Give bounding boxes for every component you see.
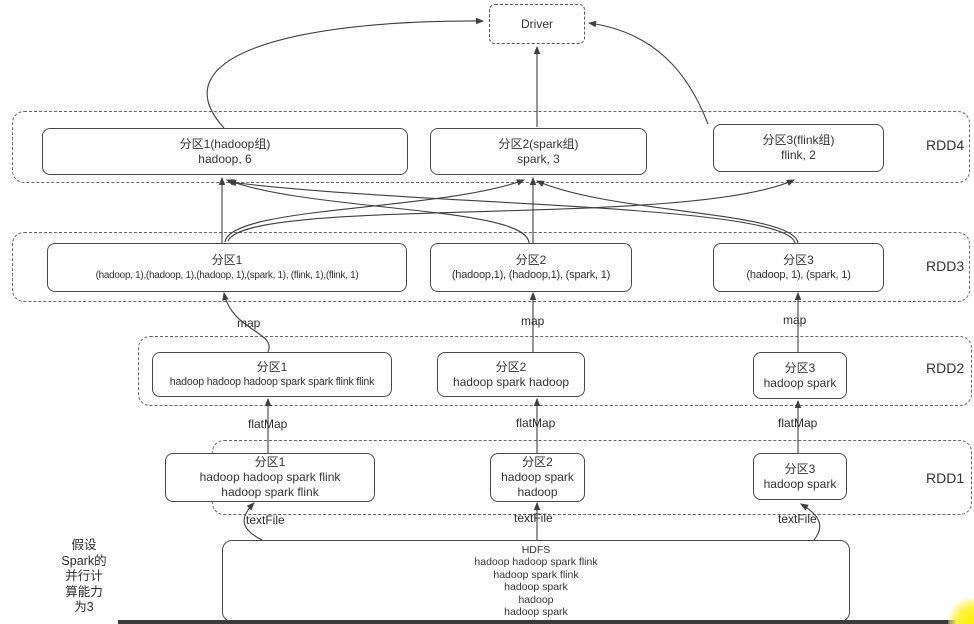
partition-content: hadoop hadoop spark flink bbox=[199, 470, 341, 484]
partition-title: 分区1 bbox=[256, 359, 288, 374]
hdfs-line: hadoop spark bbox=[504, 606, 568, 618]
edge-shuffle-p3-p2 bbox=[535, 180, 799, 244]
partition-content: hadoop spark bbox=[763, 375, 837, 390]
partition-content: hadoop spark flink bbox=[221, 485, 319, 499]
partition-title: 分区3 bbox=[784, 360, 816, 375]
textfile-label-3: textFile bbox=[778, 512, 817, 526]
partition-title: 分区2 bbox=[495, 359, 527, 374]
note-line: 假设 bbox=[71, 538, 97, 552]
map-label-1: map bbox=[237, 316, 261, 330]
cursor-highlight-glow bbox=[948, 598, 974, 624]
partition-content: hadoop spark bbox=[763, 476, 837, 491]
layer-rdd4 bbox=[12, 111, 970, 183]
map-label-3: map bbox=[783, 313, 807, 327]
rdd1-partition-3: 分区3 hadoop spark bbox=[753, 453, 847, 500]
hdfs-line: hadoop spark bbox=[504, 581, 568, 593]
partition-content: (hadoop,1), (hadoop,1), (spark, 1) bbox=[451, 268, 611, 281]
note-line: 为3 bbox=[74, 600, 94, 614]
partition-content: hadoop spark bbox=[501, 470, 574, 484]
layer-label-rdd2: RDD2 bbox=[926, 360, 965, 376]
rdd3-partition-2: 分区2 (hadoop,1), (hadoop,1), (spark, 1) bbox=[430, 243, 632, 292]
partition-title: 分区2 bbox=[515, 252, 547, 267]
partition-content: hadoop bbox=[517, 485, 558, 499]
edge-shuffle-p3-p1 bbox=[227, 179, 796, 244]
partition-content: spark, 3 bbox=[517, 151, 560, 166]
hdfs-title: HDFS bbox=[521, 543, 551, 556]
partition-content: hadoop, 6 bbox=[198, 151, 252, 166]
partition-title: 分区1 bbox=[211, 252, 243, 267]
rdd1-partition-2: 分区2 hadoop spark hadoop bbox=[490, 453, 585, 502]
rdd3-partition-3: 分区3 (hadoop, 1), (spark, 1) bbox=[713, 243, 884, 292]
partition-content: flink, 2 bbox=[781, 148, 816, 162]
rdd2-partition-2: 分区2 hadoop spark hadoop bbox=[437, 352, 585, 397]
layer-label-rdd1: RDD1 bbox=[926, 470, 965, 486]
note-line: 并行计 bbox=[65, 569, 103, 583]
note-line: Spark的 bbox=[61, 553, 107, 568]
driver-box: Driver bbox=[489, 4, 585, 44]
edge-shuffle-p2-p1 bbox=[225, 179, 530, 244]
rdd1-partition-1: 分区1 hadoop hadoop spark flink hadoop spa… bbox=[165, 453, 375, 502]
parallelism-note: 假设 Spark的 并行计 算能力 为3 bbox=[38, 538, 130, 616]
layer-label-rdd3: RDD3 bbox=[926, 258, 965, 274]
hdfs-line: hadoop hadoop spark flink bbox=[474, 556, 598, 568]
edge-textfile-3 bbox=[800, 503, 821, 541]
map-label-2: map bbox=[521, 314, 545, 328]
rdd2-partition-3: 分区3 hadoop spark bbox=[753, 352, 847, 399]
textfile-label-1: textFile bbox=[246, 513, 285, 527]
partition-title: 分区3 bbox=[784, 461, 816, 476]
rdd4-partition-1: 分区1(hadoop组) hadoop, 6 bbox=[42, 128, 408, 175]
edge-textfile-1 bbox=[243, 502, 263, 541]
partition-title: 分区3 bbox=[783, 252, 814, 267]
partition-content: hadoop spark hadoop bbox=[452, 374, 570, 389]
edge-rdd4p1-driver bbox=[206, 17, 485, 129]
layer-rdd2 bbox=[138, 336, 972, 406]
flatmap-label-2: flatMap bbox=[516, 416, 556, 430]
partition-content: (hadoop, 1), (spark, 1) bbox=[746, 268, 851, 281]
driver-label: Driver bbox=[521, 17, 553, 31]
edge-shuffle-p1-p2 bbox=[224, 179, 526, 243]
hdfs-line: hadoop spark flink bbox=[493, 568, 579, 581]
textfile-label-2: textFile bbox=[514, 511, 553, 525]
edge-map-1 bbox=[222, 291, 270, 353]
layer-rdd3 bbox=[12, 232, 970, 302]
flatmap-label-3: flatMap bbox=[778, 416, 818, 430]
partition-title: 分区1(hadoop组) bbox=[179, 136, 271, 151]
partition-title: 分区1 bbox=[254, 455, 286, 469]
hdfs-line: hadoop bbox=[518, 593, 554, 606]
edge-shuffle-p1-p3 bbox=[227, 179, 796, 242]
rdd4-partition-3: 分区3(flink组) flink, 2 bbox=[713, 124, 884, 172]
rdd4-partition-2: 分区2(spark组) spark, 3 bbox=[430, 128, 647, 175]
rdd2-partition-1: 分区1 hadoop hadoop hadoop spark spark fli… bbox=[152, 352, 392, 397]
hdfs-box: HDFS hadoop hadoop spark flink hadoop sp… bbox=[222, 540, 850, 622]
partition-title: 分区2(spark组) bbox=[498, 136, 579, 151]
partition-title: 分区3(flink组) bbox=[762, 133, 835, 147]
note-line: 算能力 bbox=[65, 584, 103, 599]
partition-title: 分区2 bbox=[522, 455, 553, 469]
layer-label-rdd4: RDD4 bbox=[926, 137, 965, 153]
edge-rdd4p3-driver bbox=[587, 20, 709, 125]
flatmap-label-1: flatMap bbox=[248, 417, 288, 431]
partition-content: (hadoop, 1),(hadoop, 1),(hadoop, 1),(spa… bbox=[95, 269, 359, 281]
partition-content: hadoop hadoop hadoop spark spark flink f… bbox=[169, 375, 375, 388]
rdd3-partition-1: 分区1 (hadoop, 1),(hadoop, 1),(hadoop, 1),… bbox=[47, 243, 407, 292]
bottom-edge-bar bbox=[118, 620, 956, 624]
